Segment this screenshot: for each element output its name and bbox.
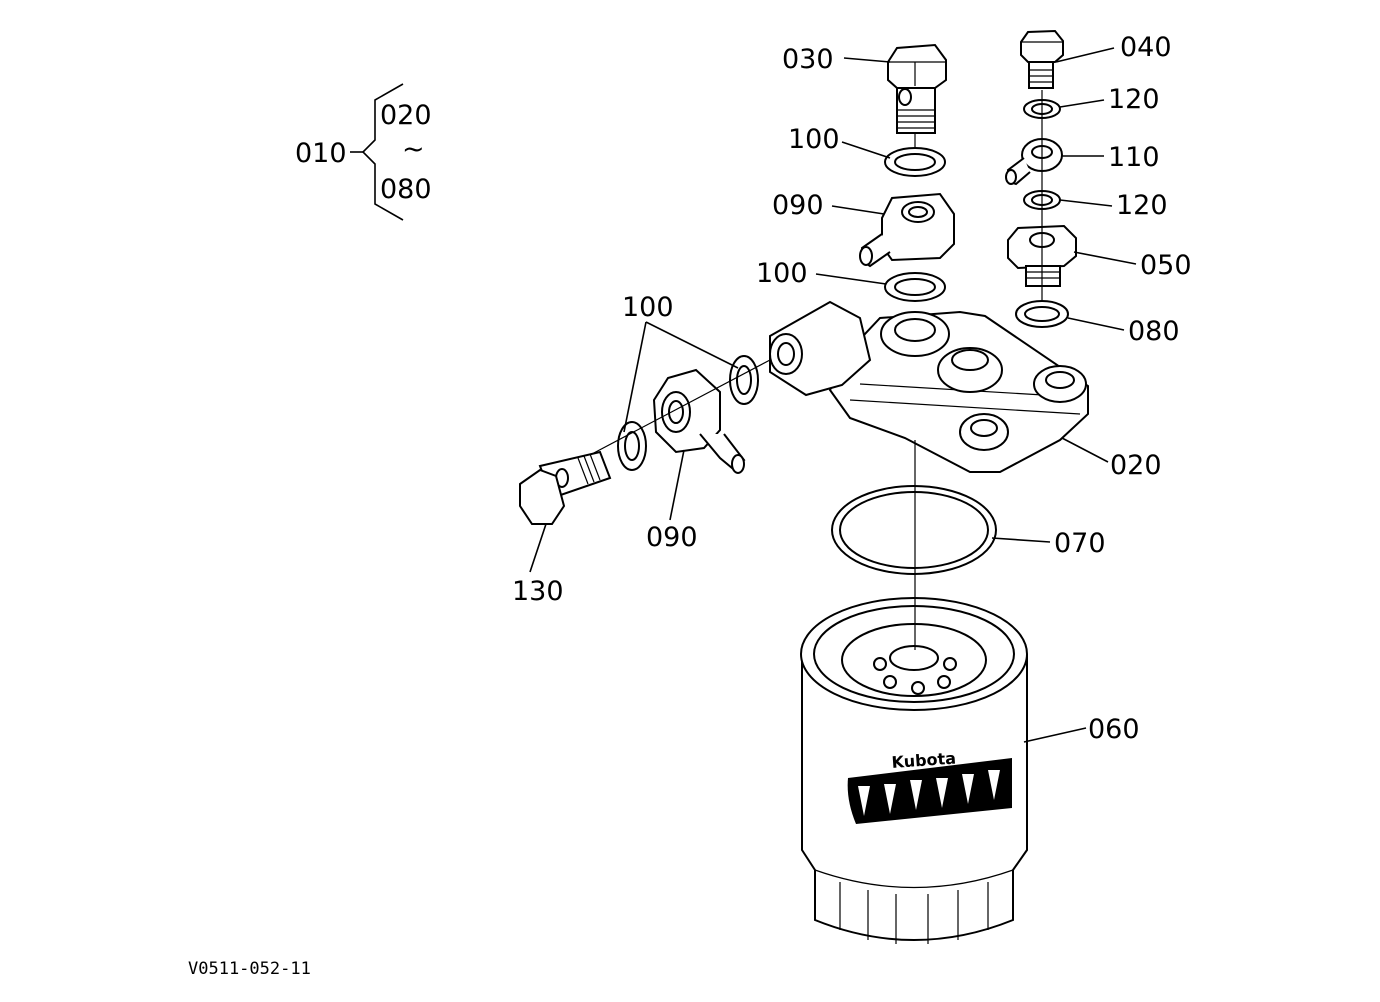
label-050: 050: [1140, 250, 1192, 281]
o-ring-070: [831, 485, 997, 575]
washer-100-left-outer: [617, 421, 647, 471]
eye-fitting-090-left: [652, 368, 746, 474]
label-020: 020: [1110, 450, 1162, 481]
washer-100-left: [729, 355, 759, 405]
label-range-sep: ~: [402, 134, 425, 165]
drawing-code: V0511-052-11: [188, 959, 311, 979]
brand-text: Kubota: [891, 749, 957, 772]
washer-100-mid: [884, 272, 946, 302]
label-120-lower: 120: [1116, 190, 1168, 221]
label-130: 130: [512, 576, 564, 607]
washer-100-top: [884, 147, 946, 177]
label-090-left: 090: [646, 522, 698, 553]
axis-left: [589, 359, 771, 456]
leader-lines: [529, 47, 1137, 743]
bolt-040: [1020, 29, 1064, 89]
label-030: 030: [782, 44, 834, 75]
label-100-mid: 100: [756, 258, 808, 289]
label-100-left: 100: [622, 292, 674, 323]
banjo-bolt-130: [519, 450, 612, 525]
label-040: 040: [1120, 32, 1172, 63]
label-070: 070: [1054, 528, 1106, 559]
label-060: 060: [1088, 714, 1140, 745]
label-range-start: 020: [380, 100, 432, 131]
assembly-bracket: [350, 83, 404, 221]
filter-head-020: [769, 300, 1089, 473]
label-assembly: 010: [295, 138, 347, 169]
banjo-fitting-110: [1005, 138, 1063, 186]
label-range-end: 080: [380, 174, 432, 205]
label-080: 080: [1128, 316, 1180, 347]
eye-fitting-090-top: [859, 192, 955, 268]
label-090-top: 090: [772, 190, 824, 221]
label-100-top: 100: [788, 124, 840, 155]
filter-cartridge-060: [800, 597, 1028, 944]
label-120-top: 120: [1108, 84, 1160, 115]
washer-080: [1015, 300, 1069, 328]
banjo-bolt-030: [887, 43, 947, 134]
label-110: 110: [1108, 142, 1160, 173]
